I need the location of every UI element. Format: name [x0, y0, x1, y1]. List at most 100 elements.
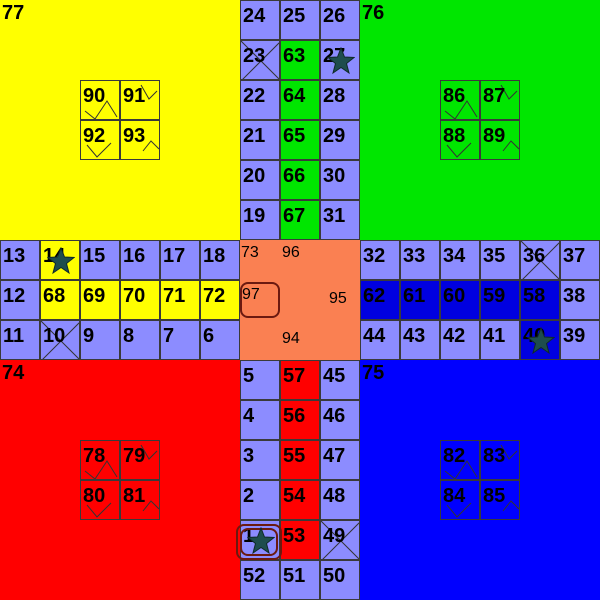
yellow-yard-label: 77 [2, 2, 25, 24]
track-cell-64[interactable]: 64 [280, 80, 320, 120]
track-cell-33[interactable]: 33 [400, 240, 440, 280]
track-cell-34[interactable]: 34 [440, 240, 480, 280]
track-cell-43[interactable]: 43 [400, 320, 440, 360]
track-cell-51[interactable]: 51 [280, 560, 320, 600]
track-cell-70[interactable]: 70 [120, 280, 160, 320]
star-piece-icon[interactable] [327, 47, 355, 75]
home-cell[interactable]: 93 [120, 120, 160, 160]
track-cell-48[interactable]: 48 [320, 480, 360, 520]
home-cell[interactable]: 79 [120, 440, 160, 480]
track-cell-60[interactable]: 60 [440, 280, 480, 320]
track-cell-13[interactable]: 13 [0, 240, 40, 280]
star-piece-icon[interactable] [47, 247, 75, 275]
home-cell[interactable]: 82 [440, 440, 480, 480]
track-cell-69[interactable]: 69 [80, 280, 120, 320]
track-cell-65[interactable]: 65 [280, 120, 320, 160]
track-cell-29[interactable]: 29 [320, 120, 360, 160]
track-cell-14[interactable]: 14 [40, 240, 80, 280]
track-cell-42[interactable]: 42 [440, 320, 480, 360]
home-cell[interactable]: 78 [80, 440, 120, 480]
track-cell-67[interactable]: 67 [280, 200, 320, 240]
track-cell-39[interactable]: 39 [560, 320, 600, 360]
track-cell-9[interactable]: 9 [80, 320, 120, 360]
cell-number: 30 [323, 165, 346, 187]
center-label-95: 95 [329, 290, 347, 307]
track-cell-6[interactable]: 6 [200, 320, 240, 360]
track-cell-8[interactable]: 8 [120, 320, 160, 360]
track-cell-45[interactable]: 45 [320, 360, 360, 400]
track-cell-12[interactable]: 12 [0, 280, 40, 320]
track-cell-61[interactable]: 61 [400, 280, 440, 320]
track-cell-4[interactable]: 4 [240, 400, 280, 440]
track-cell-21[interactable]: 21 [240, 120, 280, 160]
track-cell-5[interactable]: 5 [240, 360, 280, 400]
home-cell[interactable]: 85 [480, 480, 520, 520]
track-cell-44[interactable]: 44 [360, 320, 400, 360]
home-cell[interactable]: 81 [120, 480, 160, 520]
track-cell-62[interactable]: 62 [360, 280, 400, 320]
track-cell-18[interactable]: 18 [200, 240, 240, 280]
track-cell-36[interactable]: 36 [520, 240, 560, 280]
star-piece-icon[interactable] [527, 327, 555, 355]
track-cell-37[interactable]: 37 [560, 240, 600, 280]
track-cell-63[interactable]: 63 [280, 40, 320, 80]
track-cell-58[interactable]: 58 [520, 280, 560, 320]
track-cell-7[interactable]: 7 [160, 320, 200, 360]
track-cell-38[interactable]: 38 [560, 280, 600, 320]
home-cell[interactable]: 89 [480, 120, 520, 160]
track-cell-30[interactable]: 30 [320, 160, 360, 200]
track-cell-17[interactable]: 17 [160, 240, 200, 280]
track-cell-52[interactable]: 52 [240, 560, 280, 600]
track-cell-56[interactable]: 56 [280, 400, 320, 440]
track-cell-24[interactable]: 24 [240, 0, 280, 40]
scribble-mark-icon [444, 100, 478, 119]
track-cell-55[interactable]: 55 [280, 440, 320, 480]
track-cell-59[interactable]: 59 [480, 280, 520, 320]
track-cell-41[interactable]: 41 [480, 320, 520, 360]
track-cell-28[interactable]: 28 [320, 80, 360, 120]
cell-number: 20 [243, 165, 266, 187]
track-cell-19[interactable]: 19 [240, 200, 280, 240]
track-cell-15[interactable]: 15 [80, 240, 120, 280]
track-cell-50[interactable]: 50 [320, 560, 360, 600]
home-cell[interactable]: 80 [80, 480, 120, 520]
track-cell-71[interactable]: 71 [160, 280, 200, 320]
track-cell-57[interactable]: 57 [280, 360, 320, 400]
track-cell-66[interactable]: 66 [280, 160, 320, 200]
home-cell[interactable]: 87 [480, 80, 520, 120]
track-cell-35[interactable]: 35 [480, 240, 520, 280]
track-cell-68[interactable]: 68 [40, 280, 80, 320]
cell-number: 6 [203, 325, 215, 347]
scribble-mark-icon [140, 444, 158, 460]
track-cell-2[interactable]: 2 [240, 480, 280, 520]
cell-number: 8 [123, 325, 135, 347]
home-cell[interactable]: 91 [120, 80, 160, 120]
home-cell[interactable]: 83 [480, 440, 520, 480]
home-cell[interactable]: 84 [440, 480, 480, 520]
track-cell-32[interactable]: 32 [360, 240, 400, 280]
home-cell[interactable]: 90 [80, 80, 120, 120]
track-cell-53[interactable]: 53 [280, 520, 320, 560]
cell-number: 1 [243, 525, 255, 547]
home-cell[interactable]: 88 [440, 120, 480, 160]
home-cell[interactable]: 92 [80, 120, 120, 160]
cell-number: 53 [283, 525, 306, 547]
home-cell[interactable]: 86 [440, 80, 480, 120]
track-cell-25[interactable]: 25 [280, 0, 320, 40]
track-cell-49[interactable]: 49 [320, 520, 360, 560]
track-cell-46[interactable]: 46 [320, 400, 360, 440]
track-cell-72[interactable]: 72 [200, 280, 240, 320]
track-cell-23[interactable]: 23 [240, 40, 280, 80]
track-cell-22[interactable]: 22 [240, 80, 280, 120]
track-cell-3[interactable]: 3 [240, 440, 280, 480]
track-cell-11[interactable]: 11 [0, 320, 40, 360]
cell-number: 64 [283, 85, 306, 107]
track-cell-10[interactable]: 10 [40, 320, 80, 360]
track-cell-20[interactable]: 20 [240, 160, 280, 200]
track-cell-47[interactable]: 47 [320, 440, 360, 480]
track-cell-31[interactable]: 31 [320, 200, 360, 240]
track-cell-54[interactable]: 54 [280, 480, 320, 520]
track-cell-16[interactable]: 16 [120, 240, 160, 280]
star-piece-icon[interactable] [247, 527, 275, 555]
track-cell-26[interactable]: 26 [320, 0, 360, 40]
